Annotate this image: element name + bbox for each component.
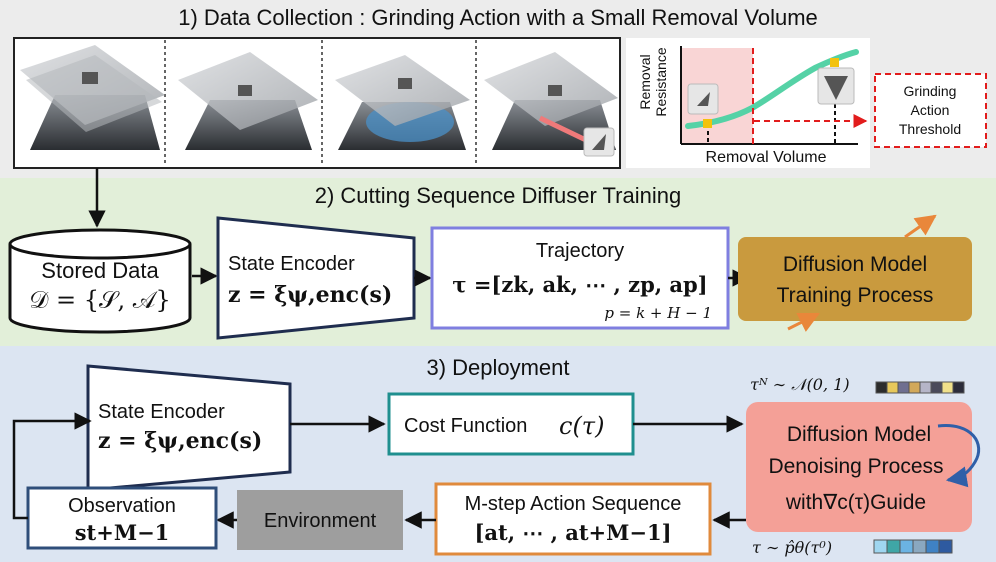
section-3-title: 3) Deployment (426, 355, 569, 380)
plot-xlabel: Removal Volume (706, 149, 827, 166)
iterative-denoise-arrow (937, 424, 981, 488)
sample-token (886, 539, 901, 554)
grinding-frame-2 (178, 52, 318, 150)
noise-token (919, 381, 932, 394)
noise-token (941, 381, 954, 394)
sample-token (912, 539, 927, 554)
denoising-line2: Denoising Process (768, 455, 943, 478)
removal-resistance-plot: Removal Resistance Removal Volume (626, 38, 870, 168)
action-sequence-formula: [at, ⋯ , at+M−1] (474, 520, 671, 545)
trajectory-label: Trajectory (536, 240, 624, 262)
sample-label: τ ∼ p̂θ(τ⁰) (752, 538, 832, 557)
stored-data-formula: 𝒟 = {𝒮, 𝒜} (29, 286, 171, 314)
marker-point (830, 58, 839, 67)
state-encoder-deploy-shape (86, 364, 292, 492)
plot-ylabel-line1: Removal (637, 54, 653, 109)
section-2-title: 2) Cutting Sequence Diffuser Training (315, 183, 681, 208)
state-encoder-train-label: State Encoder (228, 253, 355, 275)
noise-tokens (875, 381, 965, 394)
feedback-loop-arrow (12, 412, 92, 520)
state-encoder-deploy-formula: z = ξψ,enc(s) (98, 428, 262, 454)
stored-data-label: Stored Data (41, 258, 159, 283)
grinding-frame-4 (484, 52, 618, 157)
diffusion-training-box (738, 237, 972, 321)
training-direction-arrow (787, 312, 820, 332)
observation-formula: st+M−1 (75, 520, 170, 545)
sample-tokens (873, 539, 953, 554)
denoising-line1: Diffusion Model (787, 423, 931, 446)
cost-function-box (387, 392, 635, 456)
sample-token (938, 539, 953, 554)
sample-token (899, 539, 914, 554)
denoising-line3: with∇c(τ)Guide (785, 491, 926, 514)
diffusion-denoising-box (746, 402, 972, 532)
grinding-frame-3 (335, 55, 470, 150)
observation-label: Observation (68, 495, 176, 517)
diffusion-training-line1: Diffusion Model (783, 253, 927, 276)
marker-point (703, 119, 712, 128)
grinding-frame-1 (20, 45, 165, 150)
plot-ylabel-line2: Resistance (653, 47, 669, 116)
noise-token (952, 381, 965, 394)
noise-token (908, 381, 921, 394)
state-encoder-train-shape (216, 216, 416, 340)
noise-token (897, 381, 910, 394)
threshold-line2: Action (911, 102, 950, 118)
sample-token (925, 539, 940, 554)
trajectory-horizon: p = k + H − 1 (604, 304, 712, 322)
threshold-line3: Threshold (899, 121, 961, 137)
noise-token (875, 381, 888, 394)
cost-function-label: Cost Function (404, 415, 527, 437)
environment-label: Environment (264, 510, 377, 532)
environment-box (237, 490, 403, 550)
threshold-box (874, 73, 987, 148)
threshold-line1: Grinding (904, 83, 957, 99)
noise-token (930, 381, 943, 394)
section-1-title: 1) Data Collection : Grinding Action wit… (178, 5, 818, 30)
state-encoder-train-formula: z = ξψ,enc(s) (228, 282, 392, 308)
noise-prior-label: τᴺ ∼ 𝒩(0, 1) (750, 375, 850, 394)
small-cutter-icon (687, 83, 719, 115)
observation-box (26, 486, 218, 550)
stored-data-cylinder (8, 228, 192, 334)
action-sequence-label: M-step Action Sequence (465, 493, 682, 515)
trajectory-formula: τ =[zk, ak, ⋯ , zp, ap] (452, 272, 707, 297)
diffusion-training-line2: Training Process (777, 284, 934, 307)
noise-token (886, 381, 899, 394)
sample-token (873, 539, 888, 554)
state-encoder-deploy-label: State Encoder (98, 401, 225, 423)
training-direction-arrow (904, 214, 937, 239)
trajectory-box (430, 226, 730, 330)
cost-function-formula: c(τ) (559, 412, 604, 440)
